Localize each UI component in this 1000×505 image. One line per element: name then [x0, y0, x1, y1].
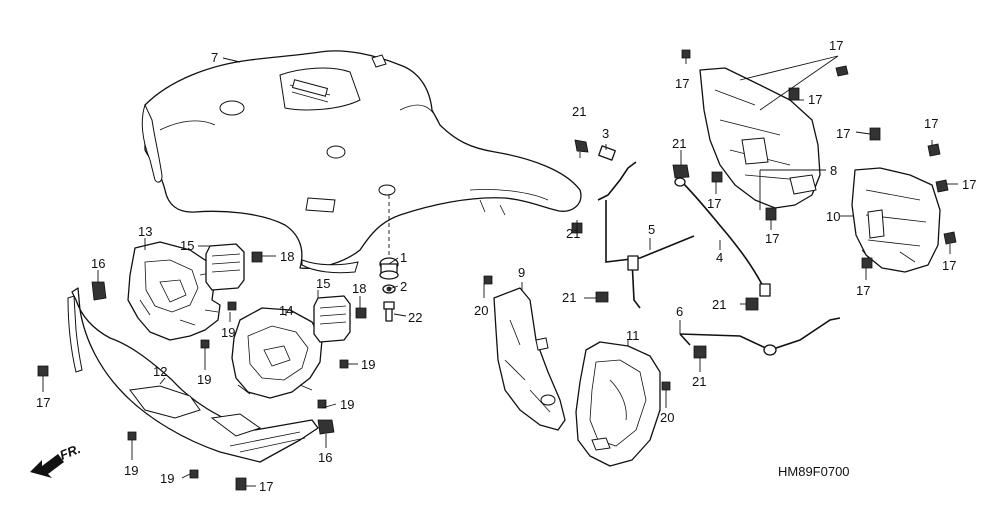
callout-4: 4	[716, 250, 723, 265]
callout-19: 19	[361, 357, 375, 372]
fasteners	[37, 49, 957, 491]
callout-6: 6	[676, 304, 683, 319]
callout-19: 19	[197, 372, 211, 387]
callout-17: 17	[675, 76, 689, 91]
leader-lines	[42, 55, 958, 487]
front-direction-arrow: FR.	[30, 441, 83, 478]
callout-18: 18	[352, 281, 366, 296]
callout-8: 8	[830, 163, 837, 178]
cable-5	[605, 200, 695, 309]
callout-17: 17	[829, 38, 843, 53]
callout-17: 17	[808, 92, 822, 107]
callout-17: 17	[924, 116, 938, 131]
callout-17: 17	[36, 395, 50, 410]
direction-label: FR.	[58, 441, 83, 463]
front-fender	[141, 50, 582, 274]
callout-21: 21	[566, 226, 580, 241]
callout-19: 19	[221, 325, 235, 340]
callout-13: 13	[138, 224, 152, 239]
callout-labels: 7 17 17 17 17 17 17 17 17 17 17 17 21 3 …	[36, 38, 976, 494]
callout-17: 17	[836, 126, 850, 141]
callout-7: 7	[211, 50, 218, 65]
callout-15: 15	[180, 238, 194, 253]
inner-fender-panel	[575, 341, 661, 467]
callout-21: 21	[712, 297, 726, 312]
callout-21: 21	[672, 136, 686, 151]
callout-21: 21	[562, 290, 576, 305]
callout-19: 19	[340, 397, 354, 412]
side-panel-right	[699, 67, 821, 209]
callout-17: 17	[942, 258, 956, 273]
callout-3: 3	[602, 126, 609, 141]
callout-17: 17	[962, 177, 976, 192]
side-cover-panel	[493, 287, 566, 431]
callout-9: 9	[518, 265, 525, 280]
callout-17: 17	[856, 283, 870, 298]
callout-17: 17	[707, 196, 721, 211]
callout-17: 17	[765, 231, 779, 246]
grommet-stack	[379, 257, 399, 322]
callout-20: 20	[660, 410, 674, 425]
front-bumper	[67, 287, 319, 463]
callout-17: 17	[259, 479, 273, 494]
callout-22: 22	[408, 310, 422, 325]
cable-3	[597, 145, 637, 201]
cable-6	[679, 317, 841, 356]
callout-16: 16	[318, 450, 332, 465]
rubber-mount-left	[205, 243, 245, 291]
callout-1: 1	[400, 250, 407, 265]
callout-19: 19	[124, 463, 138, 478]
callout-11: 11	[626, 328, 640, 343]
callout-14: 14	[279, 303, 293, 318]
rubber-mount-right	[313, 295, 351, 343]
callout-2: 2	[400, 279, 407, 294]
callout-19: 19	[160, 471, 174, 486]
part-code: HM89F0700	[778, 464, 850, 479]
small-panel-right	[851, 167, 941, 273]
callout-15: 15	[316, 276, 330, 291]
callout-5: 5	[648, 222, 655, 237]
headlight-case-right	[231, 307, 323, 399]
callout-21: 21	[692, 374, 706, 389]
callout-10: 10	[826, 209, 840, 224]
callout-18: 18	[280, 249, 294, 264]
headlight-case-left	[127, 241, 221, 341]
callout-20: 20	[474, 303, 488, 318]
callout-16: 16	[91, 256, 105, 271]
callout-21: 21	[572, 104, 586, 119]
callout-12: 12	[153, 364, 167, 379]
